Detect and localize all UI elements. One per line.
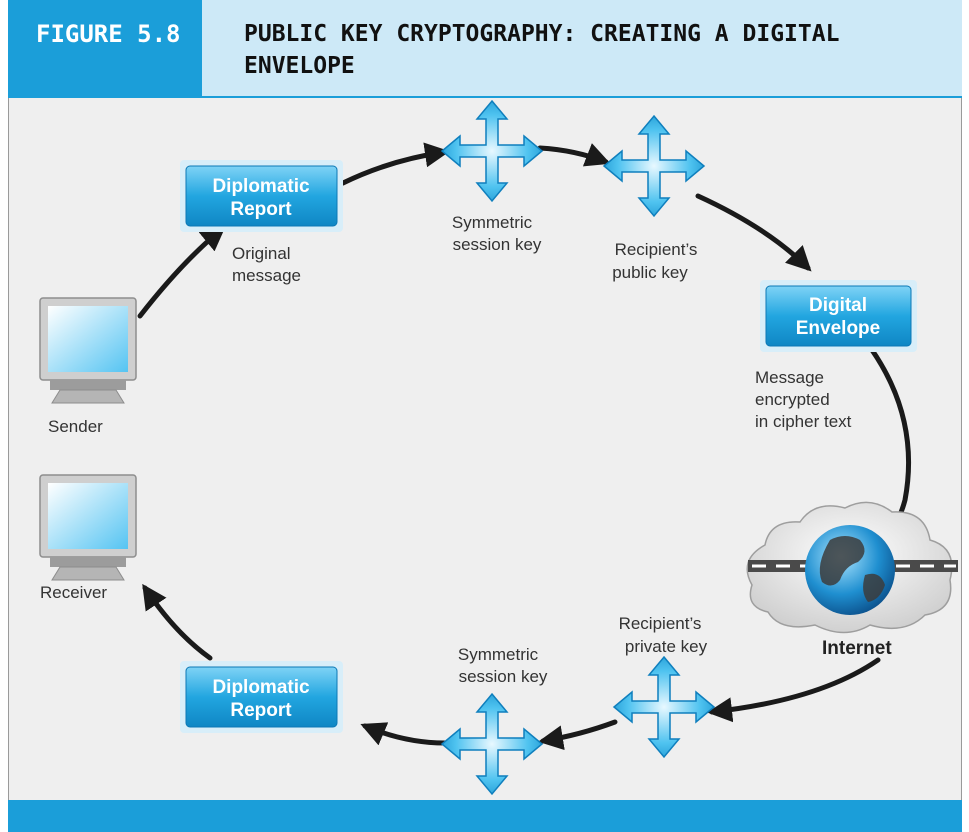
decrypted-report-box: Diplomatic Report (180, 661, 343, 733)
original-report-box: Diplomatic Report (180, 160, 343, 232)
svg-text:Envelope: Envelope (796, 318, 880, 339)
session-key-top-caption-1: Symmetric (452, 213, 533, 232)
session-key-bottom-caption-1: Symmetric (458, 645, 539, 664)
public-key-caption-2: public key (612, 263, 688, 282)
arrow-session-key-to-public-key (537, 143, 611, 167)
digital-envelope-box: Digital Envelope (760, 280, 917, 352)
figure-title: PUBLIC KEY CRYPTOGRAPHY: CREATING A DIGI… (202, 0, 962, 97)
private-key-caption-1: Recipient’s (619, 614, 702, 633)
arrow-public-key-to-envelope (695, 193, 812, 272)
envelope-caption-1: Message (755, 368, 824, 387)
original-message-caption-1: Original (232, 244, 291, 263)
arrow-internet-to-private-key (707, 657, 881, 723)
internet-caption: Internet (822, 638, 892, 659)
title-divider (8, 96, 962, 98)
arrow-session-key-to-report (360, 722, 448, 746)
envelope-caption-3: in cipher text (755, 412, 852, 431)
internet-cloud-icon (746, 501, 958, 634)
public-key-caption-1: Recipient’s (615, 240, 698, 259)
session-key-bottom-caption-2: session key (459, 667, 548, 686)
envelope-caption-2: encrypted (755, 390, 830, 409)
arrow-sender-to-report (137, 225, 226, 319)
arrow-report-to-session-key (340, 142, 450, 186)
figure-frame (8, 0, 962, 820)
private-key-caption-2: private key (625, 637, 708, 656)
svg-text:Report: Report (230, 199, 292, 220)
arrow-private-key-to-session-key (538, 719, 618, 751)
private-key-icon (612, 655, 716, 759)
session-key-top-icon (440, 99, 544, 203)
svg-text:Digital: Digital (809, 295, 867, 316)
sender-computer-icon (39, 297, 137, 404)
public-key-icon (602, 114, 706, 218)
session-key-bottom-icon (440, 692, 544, 796)
session-key-top-caption-2: session key (453, 235, 542, 254)
sender-caption: Sender (48, 417, 103, 436)
bottom-bar (8, 800, 962, 832)
arrow-report-to-receiver (142, 583, 213, 661)
svg-text:Report: Report (230, 700, 292, 721)
original-message-caption-2: message (232, 266, 301, 285)
svg-text:Diplomatic: Diplomatic (212, 677, 310, 698)
figure-number: FIGURE 5.8 (8, 0, 202, 97)
receiver-caption: Receiver (40, 583, 107, 602)
receiver-computer-icon (39, 474, 137, 581)
svg-text:Diplomatic: Diplomatic (212, 176, 310, 197)
